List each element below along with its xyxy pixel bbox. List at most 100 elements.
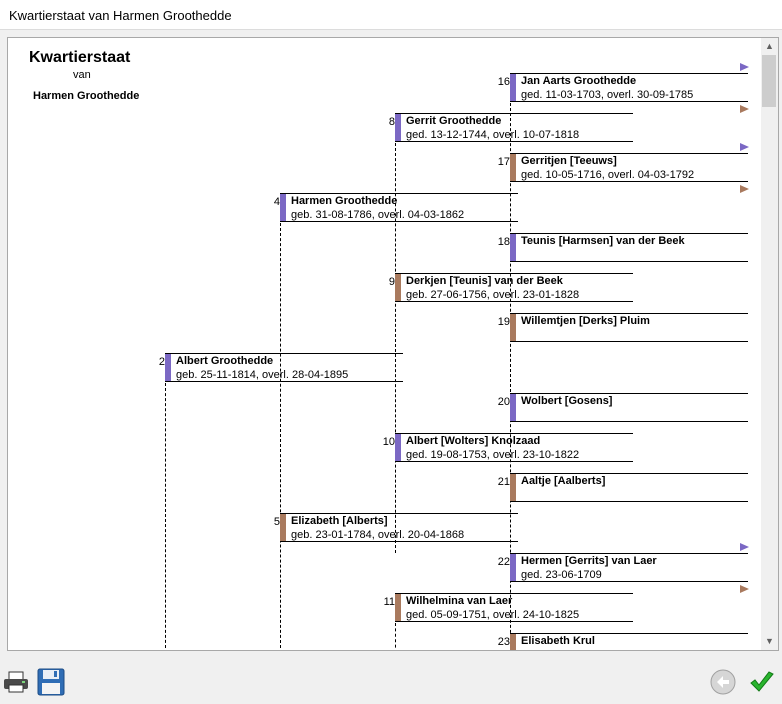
person-dates: ged. 05-09-1751, overl. 24-10-1825	[406, 609, 580, 621]
male-marker	[510, 234, 516, 261]
person-number: 20	[497, 396, 510, 408]
person-box[interactable]: Aaltje [Aalberts]	[510, 473, 748, 502]
connector-line	[395, 143, 396, 553]
person-box[interactable]: Wilhelmina van Laer ged. 05-09-1751, over…	[395, 593, 633, 622]
person-dates: ged. 10-05-1716, overl. 04-03-1792	[521, 169, 695, 181]
person-name: Willemtjen [Derks] Pluim	[521, 315, 650, 327]
person-box[interactable]: Albert [Wolters] Knolzaad ged. 19-08-1753…	[395, 433, 633, 462]
expand-arrow-icon[interactable]	[740, 105, 749, 113]
person-name: Hermen [Gerrits] van Laer	[521, 555, 657, 567]
female-marker	[510, 634, 516, 650]
person-box[interactable]: Willemtjen [Derks] Pluim	[510, 313, 748, 342]
person-number: 2	[158, 356, 165, 368]
male-marker	[510, 74, 516, 101]
person-number: 21	[497, 476, 510, 488]
person-name: Aaltje [Aalberts]	[521, 475, 606, 487]
connector-line	[395, 623, 396, 650]
male-marker	[395, 114, 401, 141]
scroll-down-icon[interactable]: ▼	[765, 636, 774, 646]
chart-subject: Harmen Groothedde	[33, 90, 140, 102]
person-dates: geb. 27-06-1756, overl. 23-01-1828	[406, 289, 580, 301]
save-button[interactable]	[37, 668, 65, 696]
person-dates: geb. 23-01-1784, overl. 20-04-1868	[291, 529, 465, 541]
person-number: 4	[273, 196, 280, 208]
male-marker	[395, 434, 401, 461]
chart-title: Kwartierstaat	[29, 49, 131, 66]
window-title: Kwartierstaat van Harmen Groothedde	[9, 8, 232, 23]
back-button[interactable]	[709, 668, 737, 696]
ok-button[interactable]	[748, 668, 776, 696]
scrollbar-thumb[interactable]	[762, 55, 776, 107]
female-marker	[280, 514, 286, 541]
male-marker	[510, 554, 516, 581]
person-number: 5	[273, 516, 280, 528]
chart-van: van	[73, 69, 91, 81]
person-box[interactable]: Wolbert [Gosens]	[510, 393, 748, 422]
person-name: Elisabeth Krul	[521, 635, 595, 647]
person-box[interactable]: Hermen [Gerrits] van Laer ged. 23-06-1709	[510, 553, 748, 582]
expand-arrow-icon[interactable]	[740, 143, 749, 151]
female-marker	[395, 594, 401, 621]
print-button[interactable]	[2, 668, 30, 696]
male-marker	[165, 354, 171, 381]
checkmark-icon	[750, 671, 774, 692]
person-number: 17	[497, 156, 510, 168]
person-box[interactable]: Albert Groothedde geb. 25-11-1814, overl.…	[165, 353, 403, 382]
connector-line	[510, 103, 511, 650]
connector-line	[165, 383, 166, 650]
person-name: Harmen Groothedde	[291, 195, 398, 207]
person-box[interactable]: Elizabeth [Alberts] geb. 23-01-1784, over…	[280, 513, 518, 542]
person-box[interactable]: Gerrit Groothedde ged. 13-12-1744, overl.…	[395, 113, 633, 142]
person-name: Wilhelmina van Laer	[406, 595, 513, 607]
person-number: 23	[497, 636, 510, 648]
person-name: Jan Aarts Groothedde	[521, 75, 637, 87]
person-dates: ged. 11-03-1703, overl. 30-09-1785	[521, 89, 694, 101]
floppy-save-icon	[37, 668, 65, 696]
person-dates: ged. 23-06-1709	[521, 569, 602, 581]
connector-line	[280, 223, 281, 650]
person-box[interactable]: Harmen Groothedde geb. 31-08-1786, overl.…	[280, 193, 518, 222]
person-number: 18	[497, 236, 510, 248]
person-number: 22	[497, 556, 510, 568]
female-marker	[510, 314, 516, 341]
person-dates: geb. 31-08-1786, overl. 04-03-1862	[291, 209, 465, 221]
person-number: 11	[383, 596, 395, 608]
person-name: Derkjen [Teunis] van der Beek	[406, 275, 563, 287]
expand-arrow-icon[interactable]	[740, 185, 749, 193]
expand-arrow-icon[interactable]	[740, 585, 749, 593]
expand-arrow-icon[interactable]	[740, 543, 749, 551]
person-dates: geb. 25-11-1814, overl. 28-04-1895	[176, 369, 349, 381]
female-marker	[510, 474, 516, 501]
person-name: Wolbert [Gosens]	[521, 395, 613, 407]
back-arrow-icon	[710, 669, 736, 695]
person-name: Teunis [Harmsen] van der Beek	[521, 235, 685, 247]
person-name: Albert [Wolters] Knolzaad	[406, 435, 541, 447]
person-number: 9	[388, 276, 395, 288]
person-name: Albert Groothedde	[176, 355, 274, 367]
person-box[interactable]: Teunis [Harmsen] van der Beek	[510, 233, 748, 262]
female-marker	[510, 154, 516, 181]
printer-icon	[4, 671, 28, 693]
person-name: Gerritjen [Teeuws]	[521, 155, 617, 167]
person-number: 10	[382, 436, 395, 448]
person-box[interactable]: Jan Aarts Groothedde ged. 11-03-1703, ove…	[510, 73, 748, 102]
person-number: 16	[497, 76, 510, 88]
vertical-scrollbar[interactable]: ▲ ▼	[761, 38, 778, 650]
title-bar: Kwartierstaat van Harmen Groothedde	[0, 0, 782, 30]
person-number: 8	[388, 116, 395, 128]
female-marker	[395, 274, 401, 301]
person-box[interactable]: Elisabeth Krul	[510, 633, 748, 650]
expand-arrow-icon[interactable]	[740, 63, 749, 71]
person-name: Gerrit Groothedde	[406, 115, 502, 127]
person-name: Elizabeth [Alberts]	[291, 515, 388, 527]
male-marker	[280, 194, 286, 221]
scroll-up-icon[interactable]: ▲	[765, 41, 774, 51]
person-dates: ged. 13-12-1744, overl. 10-07-1818	[406, 129, 580, 141]
person-dates: ged. 19-08-1753, overl. 23-10-1822	[406, 449, 580, 461]
person-number: 19	[497, 316, 510, 328]
person-box[interactable]: Derkjen [Teunis] van der Beek geb. 27-06-…	[395, 273, 633, 302]
male-marker	[510, 394, 516, 421]
person-box[interactable]: Gerritjen [Teeuws] ged. 10-05-1716, overl…	[510, 153, 748, 182]
button-bar	[0, 652, 782, 704]
